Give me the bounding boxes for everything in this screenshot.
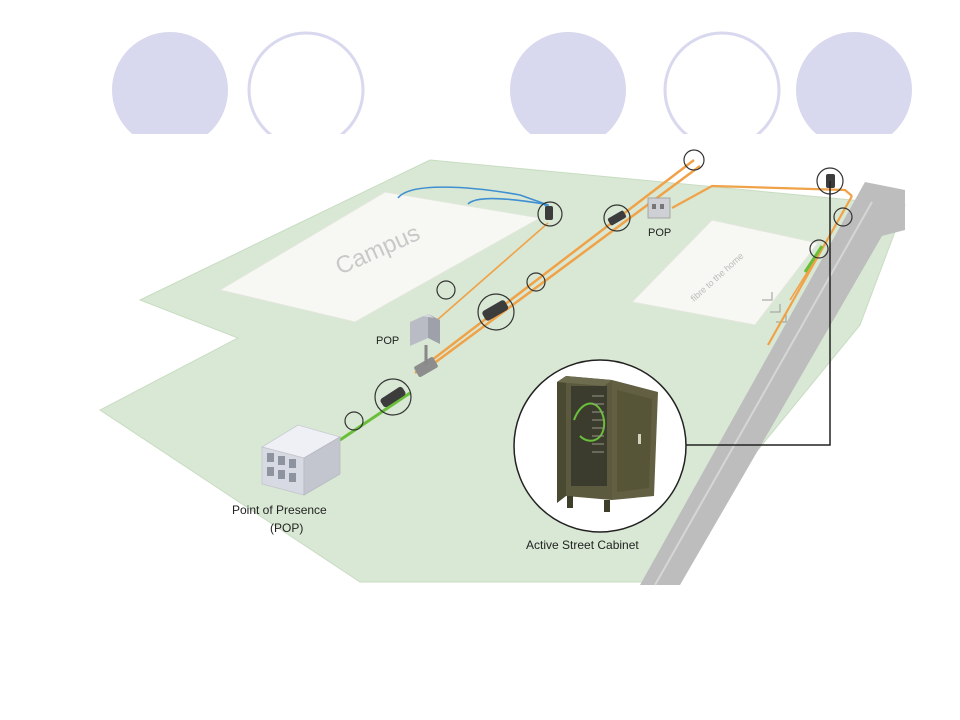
splice-closure <box>380 386 406 408</box>
cabinet-door-inner <box>617 390 652 492</box>
pop-label-middle: POP <box>376 335 399 347</box>
campus-lot <box>218 191 542 323</box>
pop-building <box>260 424 342 496</box>
road-edge <box>654 201 873 586</box>
splice-closure <box>545 206 553 220</box>
campus-branch-fiber <box>427 222 549 329</box>
cabinet-label: Active Street Cabinet <box>526 538 639 552</box>
marker-circle <box>344 411 364 431</box>
decor-circle-filled <box>796 32 912 148</box>
decor-circles <box>0 31 960 164</box>
pop-box-upper-body <box>647 197 671 219</box>
marker-circle <box>477 293 515 331</box>
pop-box-upper-slot <box>652 204 656 209</box>
pop-box-front <box>410 314 428 346</box>
fiber-network-diagram: Campus fibre to the home <box>99 149 906 586</box>
cabinet-leg <box>567 496 573 508</box>
marker-circle <box>436 280 456 300</box>
pop-building-label-abbr: (POP) <box>270 521 303 535</box>
pop-label-upper: POP <box>648 227 671 239</box>
marker-circle <box>526 272 546 292</box>
splice-markers <box>344 149 853 431</box>
decor-circle-filled <box>112 32 228 148</box>
green-fiber-road <box>803 245 824 273</box>
street-fiber-road <box>767 195 853 346</box>
circle-mask <box>0 134 960 164</box>
pop-box-top <box>410 314 440 322</box>
pop-box-upper-slot <box>660 204 664 209</box>
splice-closure <box>607 210 627 226</box>
pop-small-node <box>414 345 438 377</box>
marker-circle <box>833 207 853 227</box>
pop-box-middle <box>410 314 440 346</box>
cabinet-callout <box>513 359 687 533</box>
marker-circle <box>683 149 705 171</box>
decor-circle-filled <box>510 32 626 148</box>
cabinet-leader-line <box>686 181 831 446</box>
cabinet-top <box>557 376 612 386</box>
pop-node-box <box>414 357 438 377</box>
cabinet-rack <box>592 395 604 453</box>
parking-ticks <box>762 292 787 323</box>
splice-closures <box>380 174 835 408</box>
street-fiber-top <box>671 184 853 209</box>
marker-circle <box>603 204 631 232</box>
marker-circle <box>809 239 829 259</box>
decor-circle-outline <box>247 31 365 149</box>
decor-circle-outline <box>663 31 781 149</box>
pop-box-upper <box>647 197 671 219</box>
marker-circle <box>374 378 412 416</box>
green-fiber-drop <box>339 391 411 442</box>
pop-building-label: Point of Presence <box>232 503 327 517</box>
cabinet-leg <box>604 500 610 512</box>
marker-circle <box>537 201 563 227</box>
pop-box-side <box>428 314 440 344</box>
splice-closure <box>482 300 509 321</box>
cabinet-door-handle <box>638 434 641 444</box>
building-windows <box>267 453 296 482</box>
cabinet-side <box>557 376 566 503</box>
street-fiber-feed <box>789 251 821 301</box>
road <box>640 182 905 585</box>
building-side <box>303 436 341 496</box>
